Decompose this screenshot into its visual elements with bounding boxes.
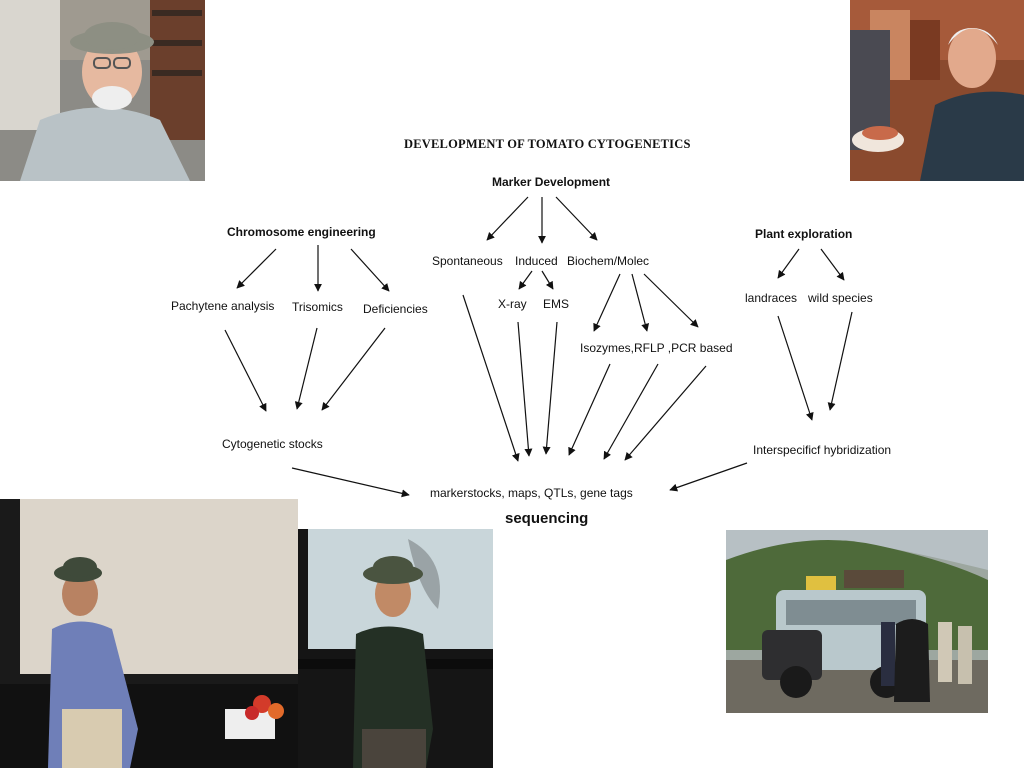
arrow-induced-to-ems (541, 270, 554, 290)
arrow-plant-to-wild (820, 248, 845, 281)
arrow-chromo-to-deficiencies (350, 248, 390, 292)
label-sequencing: sequencing (505, 510, 589, 527)
arrow-marker-to-biochem (555, 196, 598, 241)
label-isozymes-rflp-pcr: Isozymes,RFLP ,PCR based (580, 341, 733, 355)
photo-man-hat-glasses (0, 0, 205, 181)
arrow-rflp-to-outputs (603, 363, 659, 460)
label-deficiencies: Deficiencies (363, 302, 428, 316)
arrow-xray-to-outputs (517, 321, 533, 457)
label-induced: Induced (515, 254, 558, 268)
arrow-spontaneous-to-outputs (462, 294, 520, 462)
photo-man-lecture-green-shirt (298, 529, 493, 768)
arrow-deficiencies-to-cytostocks (321, 327, 386, 411)
diagram-title: DEVELOPMENT OF TOMATO CYTOGENETICS (404, 137, 691, 151)
arrow-wild-to-hybridization (827, 311, 853, 411)
label-ems: EMS (543, 297, 570, 311)
label-wild-species: wild species (808, 291, 873, 305)
label-interspecific-hybridization: Interspecificf hybridization (753, 443, 892, 457)
label-outputs: markerstocks, maps, QTLs, gene tags (430, 486, 633, 500)
label-landraces: landraces (745, 291, 798, 305)
arrow-biochem-to-rflp (631, 273, 650, 332)
arrow-biochem-to-isozymes (593, 273, 621, 332)
label-pachytene-analysis: Pachytene analysis (171, 299, 275, 313)
label-chromosome-engineering: Chromosome engineering (227, 225, 376, 239)
arrow-landraces-to-hybridization (777, 315, 814, 421)
arrow-induced-to-xray (518, 270, 533, 290)
arrow-hybridization-to-outputs (669, 462, 748, 492)
label-trisomics: Trisomics (292, 300, 343, 314)
photo-man-smiling-dining (850, 0, 1024, 181)
label-spontaneous: Spontaneous (432, 254, 503, 268)
arrow-isozymes-to-outputs (568, 363, 611, 456)
label-biochem-molec: Biochem/Molec (567, 254, 650, 268)
label-xray: X-ray (498, 297, 527, 311)
label-plant-exploration: Plant exploration (755, 227, 853, 241)
photo-vintage-bus (726, 530, 988, 713)
arrow-ems-to-outputs (542, 321, 558, 455)
arrow-pachytene-to-cytostocks (224, 329, 267, 412)
arrow-biochem-to-pcr (643, 273, 699, 328)
arrow-chromo-to-pachytene (236, 248, 277, 289)
arrow-marker-to-spontaneous (486, 196, 529, 241)
arrow-cytostocks-to-outputs (291, 467, 410, 498)
arrow-trisomics-to-cytostocks (294, 327, 318, 410)
photo-man-lecture-blue-shirt (0, 499, 298, 768)
label-cytogenetic-stocks: Cytogenetic stocks (222, 437, 323, 451)
arrow-pcr-to-outputs (624, 365, 707, 461)
arrow-plant-to-landraces (777, 248, 800, 279)
label-marker-development: Marker Development (492, 175, 611, 189)
